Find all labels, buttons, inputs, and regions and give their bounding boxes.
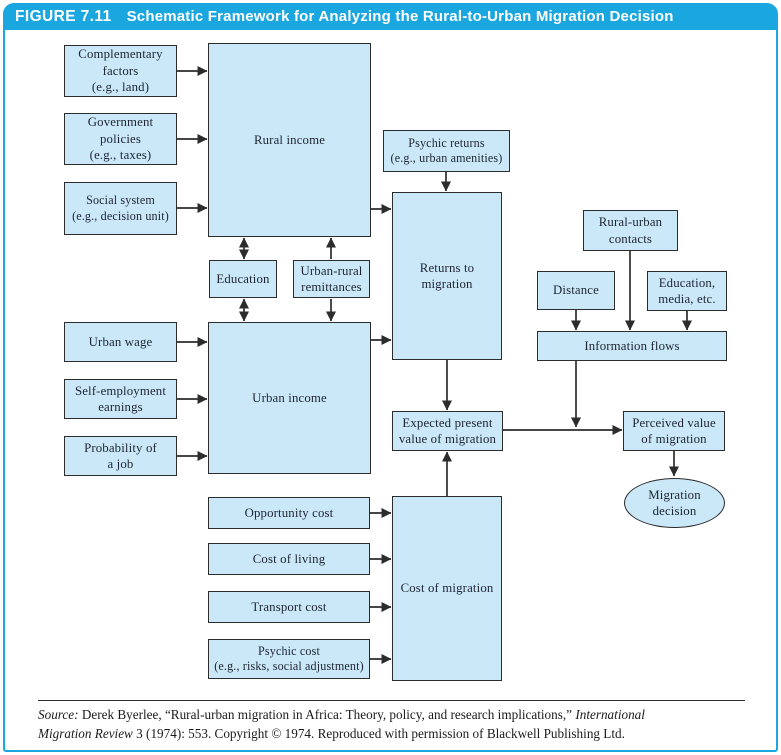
- figure-label: FIGURE 7.11: [15, 7, 112, 25]
- source-divider: [38, 700, 745, 701]
- source-text-2: 3 (1974): 553. Copyright © 1974. Reprodu…: [132, 725, 625, 741]
- source-prefix: Source:: [38, 707, 79, 722]
- node-transport-cost: Transport cost: [208, 591, 370, 623]
- node-cost-of-living: Cost of living: [208, 543, 370, 575]
- node-expected-present-value: Expected present value of migration: [392, 411, 503, 451]
- node-perceived-value: Perceived value of migration: [623, 411, 725, 451]
- node-returns-to-migration: Returns to migration: [392, 192, 502, 360]
- node-government-policies: Government policies (e.g., taxes): [64, 113, 177, 165]
- source-journal-part1: International: [575, 707, 645, 722]
- figure-title: Schematic Framework for Analyzing the Ru…: [126, 8, 674, 25]
- node-information-flows: Information flows: [537, 331, 727, 361]
- node-education-media: Education, media, etc.: [647, 271, 727, 311]
- node-complementary-factors: Complementary factors (e.g., land): [64, 45, 177, 97]
- node-psychic-returns: Psychic returns (e.g., urban amenities): [383, 130, 510, 172]
- node-rural-urban-contacts: Rural-urban contacts: [583, 210, 678, 251]
- node-opportunity-cost: Opportunity cost: [208, 497, 370, 529]
- node-self-employment-earnings: Self-employment earnings: [64, 379, 177, 419]
- node-urban-wage: Urban wage: [64, 322, 177, 362]
- node-cost-of-migration: Cost of migration: [392, 496, 502, 681]
- figure-title-bar: FIGURE 7.11 Schematic Framework for Anal…: [3, 3, 778, 30]
- node-rural-income: Rural income: [208, 43, 371, 237]
- node-urban-rural-remittances: Urban-rural remittances: [293, 260, 370, 298]
- node-distance: Distance: [537, 271, 615, 310]
- source-citation: Source: Derek Byerlee, “Rural-urban migr…: [38, 706, 748, 743]
- node-social-system: Social system (e.g., decision unit): [64, 182, 177, 235]
- node-urban-income: Urban income: [208, 322, 371, 474]
- source-text-1: Derek Byerlee, “Rural-urban migration in…: [78, 707, 576, 722]
- node-probability-of-a-job: Probability of a job: [64, 436, 177, 476]
- node-migration-decision: Migration decision: [624, 478, 725, 528]
- node-education: Education: [209, 260, 277, 298]
- source-journal-part2: Migration Review: [38, 725, 133, 741]
- node-psychic-cost: Psychic cost (e.g., risks, social adjust…: [208, 639, 370, 679]
